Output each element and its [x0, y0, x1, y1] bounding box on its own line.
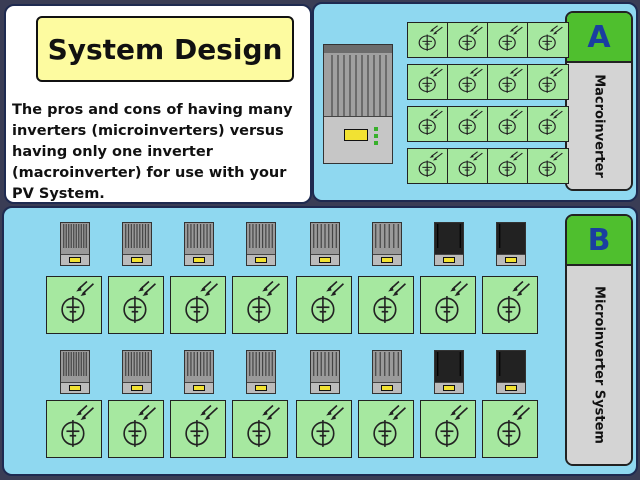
solar-panel-icon: [407, 148, 449, 184]
solar-panel-icon: [447, 64, 489, 100]
microinverter-icon: [434, 222, 464, 266]
microinverter-icon: [184, 222, 214, 266]
microinverter-icon: [434, 350, 464, 394]
solar-panel-icon: [420, 400, 476, 458]
microinverter-icon: [184, 350, 214, 394]
solar-panel-icon: [358, 276, 414, 334]
solar-panel-icon: [487, 148, 529, 184]
solar-panel-icon: [487, 106, 529, 142]
microinverter-icon: [122, 222, 152, 266]
microinverter-icon: [122, 350, 152, 394]
section-b-label: Microinverter System: [591, 286, 607, 444]
solar-panel-icon: [296, 400, 352, 458]
solar-panel-icon: [296, 276, 352, 334]
solar-panel-icon: [487, 64, 529, 100]
solar-panel-icon: [527, 106, 569, 142]
microinverter-icon: [60, 222, 90, 266]
solar-panel-icon: [527, 22, 569, 58]
solar-panel-icon: [407, 106, 449, 142]
solar-panel-icon: [447, 106, 489, 142]
section-b-letter: B: [567, 216, 631, 266]
intro-description: The pros and cons of having many inverte…: [12, 102, 293, 202]
intro-box: System Design The pros and cons of havin…: [4, 4, 312, 204]
solar-panel-icon: [527, 148, 569, 184]
solar-panel-icon: [487, 22, 529, 58]
solar-panel-icon: [108, 276, 164, 334]
microinverter-icon: [496, 222, 526, 266]
microinverter-icon: [60, 350, 90, 394]
section-a-tag: A Macroinverter: [565, 11, 633, 191]
solar-panel-icon: [170, 400, 226, 458]
microinverter-icon: [372, 222, 402, 266]
solar-panel-icon: [232, 276, 288, 334]
solar-panel-icon: [407, 64, 449, 100]
solar-panel-icon: [482, 276, 538, 334]
page-title: System Design: [36, 16, 294, 82]
solar-panel-icon: [447, 22, 489, 58]
solar-panel-icon: [407, 22, 449, 58]
macroinverter-icon: [323, 44, 393, 164]
solar-panel-icon: [527, 64, 569, 100]
microinverter-icon: [246, 350, 276, 394]
solar-panel-icon: [482, 400, 538, 458]
solar-panel-icon: [46, 276, 102, 334]
solar-panel-icon: [447, 148, 489, 184]
section-b-tag: B Microinverter System: [565, 214, 633, 466]
solar-panel-icon: [46, 400, 102, 458]
microinverter-icon: [372, 350, 402, 394]
microinverter-icon: [496, 350, 526, 394]
solar-panel-icon: [170, 276, 226, 334]
section-a-label: Macroinverter: [591, 74, 607, 178]
solar-panel-icon: [358, 400, 414, 458]
solar-panel-icon: [232, 400, 288, 458]
section-a-letter: A: [567, 13, 631, 63]
solar-panel-icon: [108, 400, 164, 458]
solar-panel-icon: [420, 276, 476, 334]
microinverter-icon: [310, 350, 340, 394]
microinverter-icon: [246, 222, 276, 266]
microinverter-icon: [310, 222, 340, 266]
